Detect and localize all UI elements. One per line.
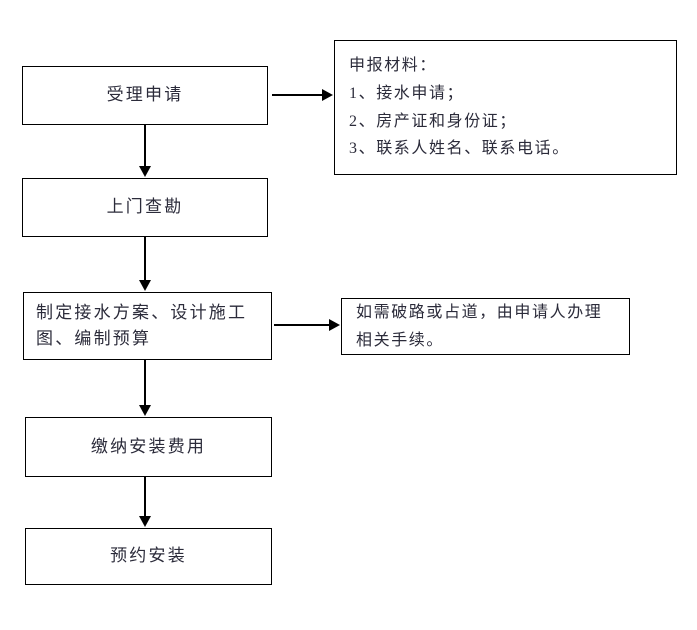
process-box-label: 受理申请 xyxy=(106,85,184,105)
process-box-schedule-installation[interactable]: 预约安装 xyxy=(25,528,272,585)
note-line-heading: 申报材料： xyxy=(349,57,438,75)
arrowhead-right-icon xyxy=(329,319,340,331)
connector-line xyxy=(144,125,146,168)
connector-line xyxy=(144,360,146,406)
connector-line xyxy=(274,324,331,326)
process-box-pay-installation-fee[interactable]: 缴纳安装费用 xyxy=(25,417,272,477)
process-box-label: 缴纳安装费用 xyxy=(90,436,207,456)
note-box-required-materials[interactable]: 申报材料： 1、接水申请； 2、房产证和身份证； 3、联系人姓名、联系电话。 xyxy=(334,40,677,175)
process-box-plan-design-budget[interactable]: 制定接水方案、设计施工 图、编制预算 xyxy=(23,292,272,360)
arrowhead-down-icon xyxy=(139,516,151,527)
connector-line xyxy=(144,237,146,281)
note-line-item-1: 1、接水申请； xyxy=(349,84,465,102)
process-box-label: 上门查勘 xyxy=(106,197,184,217)
note-line-item-3: 3、联系人姓名、联系电话。 xyxy=(349,140,570,158)
arrowhead-down-icon xyxy=(139,405,151,416)
note-line-text: 如需破路或占道，由申请人办理 相关手续。 xyxy=(356,303,603,349)
process-box-accept-application[interactable]: 受理申请 xyxy=(22,66,268,125)
arrowhead-down-icon xyxy=(139,280,151,291)
process-box-label: 制定接水方案、设计施工 图、编制预算 xyxy=(36,302,248,348)
connector-line xyxy=(144,477,146,517)
process-box-site-survey[interactable]: 上门查勘 xyxy=(22,178,268,237)
arrowhead-right-icon xyxy=(322,89,333,101)
arrowhead-down-icon xyxy=(139,166,151,177)
note-box-road-permit[interactable]: 如需破路或占道，由申请人办理 相关手续。 xyxy=(341,298,630,355)
note-line-item-2: 2、房产证和身份证； xyxy=(349,112,518,130)
process-box-label: 预约安装 xyxy=(110,546,187,566)
connector-line xyxy=(272,94,324,96)
